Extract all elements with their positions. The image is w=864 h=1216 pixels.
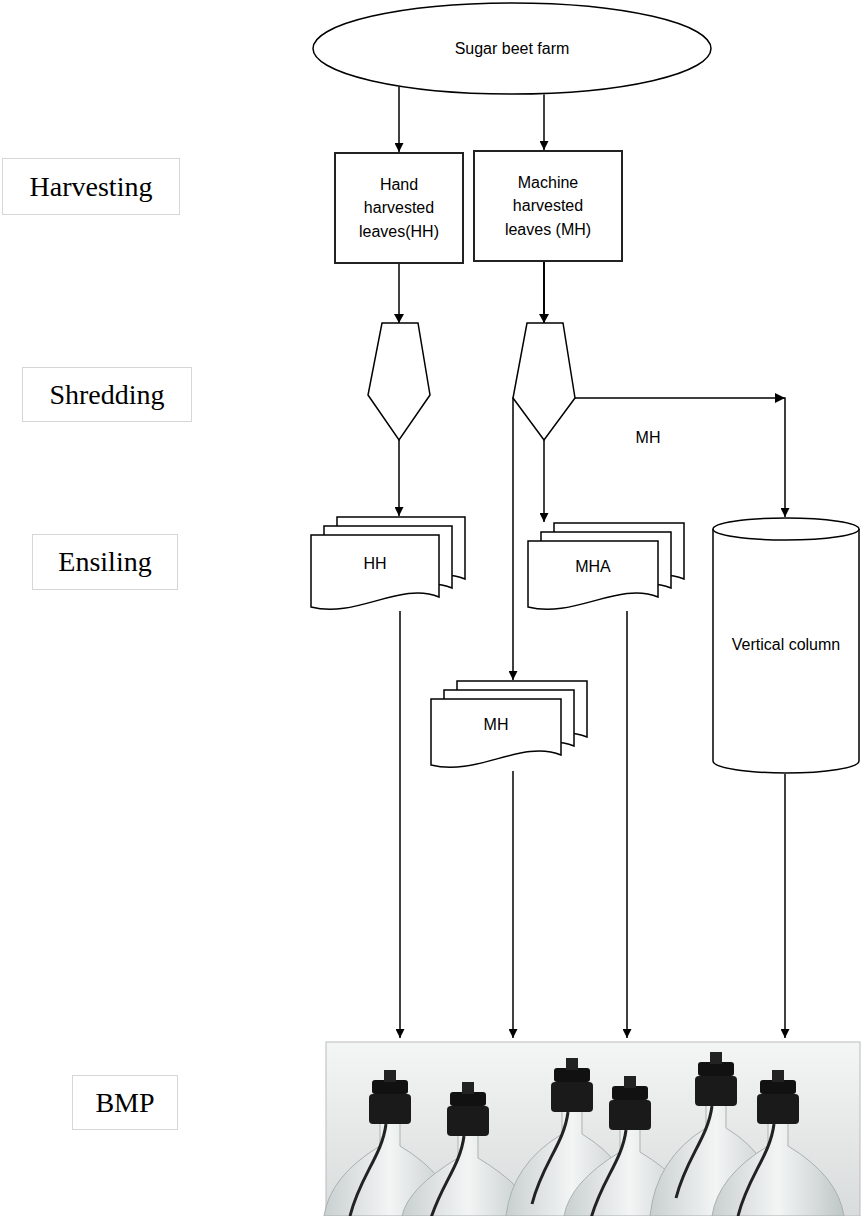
document-stack-outline: [430, 680, 588, 770]
bottle-cap: [372, 1080, 408, 1094]
bottle-cap: [369, 1094, 411, 1124]
bottle-cap: [624, 1076, 636, 1088]
glass-bottle: [712, 1122, 844, 1216]
process-box: Machine harvested leaves (MH): [473, 150, 623, 262]
node-text: Sugar beet farm: [455, 40, 570, 58]
document-page: [528, 541, 658, 609]
document-stack-outline: [310, 516, 466, 612]
shredder-funnel: [513, 323, 575, 440]
text-holder: HH: [312, 536, 438, 592]
document-page: [311, 535, 439, 609]
stage-label: BMP: [72, 1075, 178, 1130]
gas-tube: [428, 1136, 464, 1216]
document-stack: HH: [310, 516, 466, 612]
node-text: Ensiling: [58, 546, 151, 578]
flow-arrow: [512, 771, 514, 1038]
flow-arrow: [784, 774, 786, 1038]
bottle-cap: [695, 1076, 737, 1106]
node-text: MHA: [575, 558, 611, 576]
stage-label: Shredding: [22, 367, 192, 422]
arrow-head: [775, 393, 785, 403]
bottle-cap: [772, 1070, 784, 1082]
bottle-cap: [710, 1052, 722, 1064]
document-stack: MHA: [527, 522, 685, 612]
bottle-cap: [757, 1094, 799, 1124]
flow-arrow: [398, 87, 400, 152]
bottle-cap: [760, 1080, 796, 1094]
document-stack: MH: [430, 680, 588, 770]
bottle-cap: [462, 1082, 474, 1094]
text-holder: BMP: [73, 1076, 177, 1129]
bmp-bottles-photo: [324, 1042, 860, 1216]
storage-cylinder: Vertical column: [712, 517, 860, 773]
node-text: Machine harvested leaves (MH): [491, 171, 605, 241]
gas-tube: [676, 1106, 712, 1198]
text-holder: MH: [432, 700, 560, 750]
cylinder-top: [713, 518, 859, 540]
stage-label: Harvesting: [2, 158, 180, 215]
node-text: MH: [484, 716, 509, 734]
process-box: Hand harvested leaves(HH): [334, 152, 464, 264]
gas-tube: [532, 1112, 568, 1204]
arrow-head: [394, 314, 404, 323]
text-holder: Ensiling: [33, 535, 177, 589]
bottle-cap: [609, 1100, 651, 1130]
flow-arrow: [626, 611, 628, 1038]
bottle-cap: [554, 1068, 590, 1082]
edge-label: MH: [633, 429, 664, 447]
stage-label: Ensiling: [32, 534, 178, 590]
text-holder: Sugar beet farm: [352, 2, 672, 95]
flow-arrow: [544, 262, 785, 517]
node-text: Vertical column: [732, 633, 841, 657]
flow-arrow: [399, 611, 401, 1038]
bottle-cap: [450, 1092, 486, 1106]
bottle-cap: [447, 1106, 489, 1136]
arrow-head: [539, 314, 549, 323]
document-page: [431, 699, 561, 767]
cylinder-body: [713, 529, 859, 773]
text-holder: Vertical column: [720, 541, 852, 749]
text-holder: Harvesting: [3, 159, 179, 214]
text-holder: Machine harvested leaves (MH): [475, 152, 621, 260]
shredder-funnel: [368, 323, 430, 440]
gas-tube: [350, 1124, 386, 1216]
gas-tube: [738, 1124, 774, 1216]
ellipse-shape: [313, 3, 711, 94]
text-holder: Hand harvested leaves(HH): [336, 154, 462, 262]
flow-arrow: [543, 94, 545, 150]
node-text: HH: [363, 555, 386, 573]
node-text: Shredding: [49, 379, 164, 411]
bottle-cap: [698, 1062, 734, 1076]
text-holder: Shredding: [23, 368, 191, 421]
bottle-cap: [551, 1082, 593, 1112]
node-text: Hand harvested leaves(HH): [349, 173, 449, 243]
bottle-cap: [384, 1070, 396, 1082]
node-text: Harvesting: [30, 171, 153, 203]
terminal-ellipse: Sugar beet farm: [312, 2, 712, 95]
gas-tube: [590, 1130, 626, 1216]
text-holder: MHA: [529, 542, 657, 592]
bottle-cap: [612, 1086, 648, 1100]
bottle-cap: [566, 1058, 578, 1070]
node-text: BMP: [95, 1087, 154, 1119]
